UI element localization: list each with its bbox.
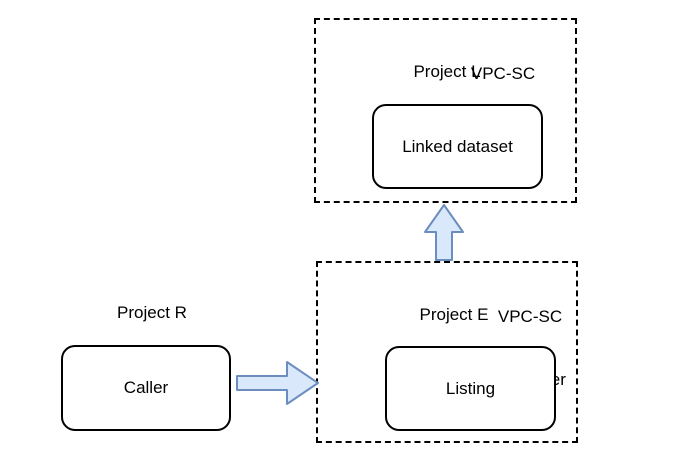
vpc-sc-perimeter-top-box xyxy=(314,18,577,203)
vpc-sc-perimeter-bottom-box xyxy=(316,261,578,443)
arrow-right-shape xyxy=(236,361,319,405)
caller-label: Caller xyxy=(123,378,169,397)
listing-label: Listing xyxy=(445,378,496,398)
project-l-label: Project L xyxy=(413,62,481,81)
project-r-label: Project R xyxy=(117,303,187,322)
vpc-sc-label-line1: VPC-SC xyxy=(470,64,536,83)
caller-node: Caller xyxy=(61,345,231,431)
linked-dataset-node: Linked dataset xyxy=(372,104,543,189)
vpc-sc-label-line1: VPC-SC xyxy=(497,307,563,326)
arrow-up-shape xyxy=(424,204,464,261)
linked-dataset-label: Linked dataset xyxy=(402,136,513,156)
project-e-label: Project E xyxy=(419,305,489,324)
arrow-up-icon xyxy=(424,204,464,261)
listing-node: Listing xyxy=(385,346,556,431)
arrow-right-icon xyxy=(236,361,319,405)
